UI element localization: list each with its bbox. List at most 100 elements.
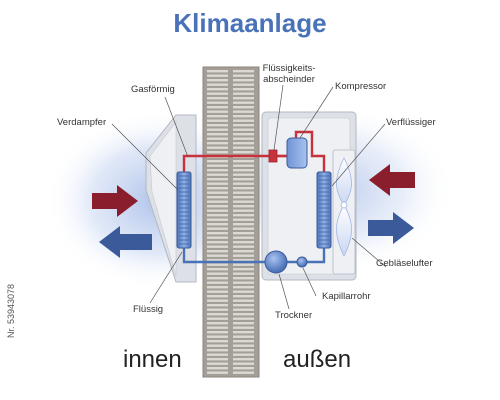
wall-slat <box>233 83 254 86</box>
liquid-separator <box>268 149 278 163</box>
wall-slat <box>207 259 228 262</box>
wall-slat <box>207 290 228 293</box>
side-label-outside: außen <box>283 346 352 373</box>
wall-slat <box>233 196 254 199</box>
wall-slat <box>233 281 254 284</box>
wall-slat <box>207 340 228 343</box>
wall-slat <box>207 277 228 280</box>
wall-slat <box>233 362 254 365</box>
wall-slat <box>233 290 254 293</box>
wall-slat <box>207 326 228 329</box>
wall-slat <box>233 295 254 298</box>
wall-slat <box>233 214 254 217</box>
wall-slat <box>207 304 228 307</box>
wall-slat <box>233 313 254 316</box>
wall-slat <box>207 313 228 316</box>
wall-slat <box>207 146 228 149</box>
label-fluessig: Flüssig <box>133 304 164 315</box>
wall-slat <box>233 160 254 163</box>
wall-slat <box>233 146 254 149</box>
wall-slat <box>207 70 228 73</box>
wall-slat <box>233 353 254 356</box>
wall-slat <box>233 110 254 113</box>
wall-slat <box>233 137 254 140</box>
wall-slat <box>207 250 228 253</box>
compressor <box>286 137 308 169</box>
wall-slat <box>233 70 254 73</box>
wall-slat <box>233 236 254 239</box>
wall-slat <box>207 164 228 167</box>
wall-slat <box>233 133 254 136</box>
wall-slat <box>207 353 228 356</box>
wall-slat <box>207 200 228 203</box>
wall-slat <box>207 178 228 181</box>
wall-slat <box>233 272 254 275</box>
label-verdampfer: Verdampfer <box>57 117 107 128</box>
wall-slat <box>207 182 228 185</box>
wall-slat <box>207 362 228 365</box>
wall-slat <box>233 335 254 338</box>
label-verfluessiger: Verflüssiger <box>386 117 436 128</box>
wall-slat <box>207 88 228 91</box>
wall-slat <box>233 124 254 127</box>
wall-slat <box>207 101 228 104</box>
wall-slat <box>207 83 228 86</box>
air-in-arrow-right <box>368 212 414 244</box>
wall-slat <box>207 209 228 212</box>
wall-slat <box>233 169 254 172</box>
wall-slat <box>207 358 228 361</box>
dryer <box>264 250 288 274</box>
wall-slat <box>233 88 254 91</box>
wall-slat <box>233 254 254 257</box>
wall-slat <box>207 160 228 163</box>
wall-slat <box>233 115 254 118</box>
wall-slat <box>233 304 254 307</box>
wall-slat <box>207 205 228 208</box>
wall-slat <box>207 344 228 347</box>
condenser-fins <box>319 175 329 245</box>
side-label-inside: innen <box>123 346 182 373</box>
wall-slat <box>207 187 228 190</box>
wall-slat <box>207 254 228 257</box>
wall-slat <box>207 142 228 145</box>
condenser-coil <box>316 171 332 249</box>
wall-slat <box>233 245 254 248</box>
wall-slat <box>207 263 228 266</box>
wall-slat <box>233 308 254 311</box>
wall-slat <box>233 286 254 289</box>
wall-slat <box>233 101 254 104</box>
wall-slat <box>207 335 228 338</box>
wall-slat <box>233 187 254 190</box>
wall-slat <box>207 331 228 334</box>
evaporator-coil <box>176 171 192 249</box>
wall-slat <box>233 331 254 334</box>
wall-slat <box>207 151 228 154</box>
wall-slat <box>233 299 254 302</box>
wall-slat <box>233 205 254 208</box>
wall-slat <box>207 106 228 109</box>
wall-slat <box>233 259 254 262</box>
wall-slat <box>233 268 254 271</box>
wall-slat <box>233 173 254 176</box>
label-separator-line2: abscheinder <box>263 74 315 85</box>
wall <box>202 66 260 378</box>
wall-slat <box>233 344 254 347</box>
wall-slat <box>207 295 228 298</box>
wall-slat <box>233 119 254 122</box>
wall-slat <box>207 272 228 275</box>
wall-slat <box>207 218 228 221</box>
wall-slat <box>207 92 228 95</box>
wall-slat <box>207 97 228 100</box>
wall-slat <box>207 245 228 248</box>
wall-slat <box>207 349 228 352</box>
wall-slat <box>207 232 228 235</box>
wall-slat <box>207 367 228 370</box>
wall-slat <box>233 371 254 374</box>
wall-slat <box>207 169 228 172</box>
wall-slat <box>207 79 228 82</box>
wall-slat <box>233 322 254 325</box>
wall-slat <box>207 137 228 140</box>
wall-slat <box>207 110 228 113</box>
wall-slat <box>233 241 254 244</box>
